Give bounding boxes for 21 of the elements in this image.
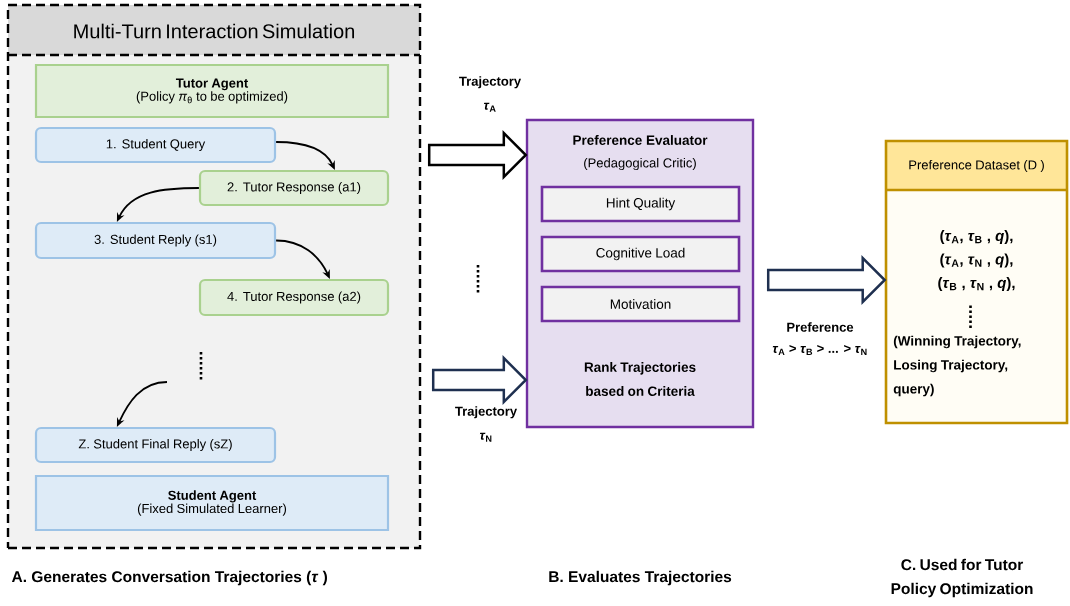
criterion-box: Motivation — [540, 285, 741, 323]
message-box: 2. Tutor Response (a1) — [198, 169, 390, 207]
message-box: Z. Student Final Reply (sZ) — [34, 426, 277, 464]
edge-label: Preference — [787, 322, 854, 332]
block-arrow — [431, 355, 528, 406]
dataset-box: Preference Dataset (D ) (τ$_{A}$, τ$_{B}$ , q), (τ$_{A}$, τ$_{N}$ , q), (τ$_{B}$ , τ$_{N}$ , q), (Winning Trajectory, Losing Trajectory, query) — [884, 139, 1069, 425]
criterion-box: Hint Quality — [540, 185, 741, 223]
message-box: 3. Student Reply (s1) — [34, 221, 277, 260]
message-box: 4. Tutor Response (a2) — [198, 278, 390, 317]
block-arrow — [427, 130, 528, 180]
agent-box: Student Agent (Fixed Simulated Learner) — [34, 474, 390, 532]
edge-label: Trajectory τ$_{N}$ — [455, 406, 517, 442]
caption-text: A. Generates Conversation Trajectories (τ ) — [11, 570, 327, 586]
agent-box: Tutor Agent (Policy π$_{θ}$ to be optimized) — [34, 63, 390, 119]
block-arrow — [766, 255, 887, 306]
caption-text: C. Used for Tutor Policy Optimization — [891, 558, 1033, 598]
caption-text: τ$_{A}$ > τ$_{B}$ > ... > τ$_{N}$ — [772, 345, 867, 355]
caption-text: B. Evaluates Trajectories — [549, 570, 732, 586]
message-box: 1. Student Query — [34, 126, 277, 164]
criterion-box: Cognitive Load — [540, 235, 741, 273]
edge-label: Trajectory τ$_{A}$ — [459, 76, 521, 112]
